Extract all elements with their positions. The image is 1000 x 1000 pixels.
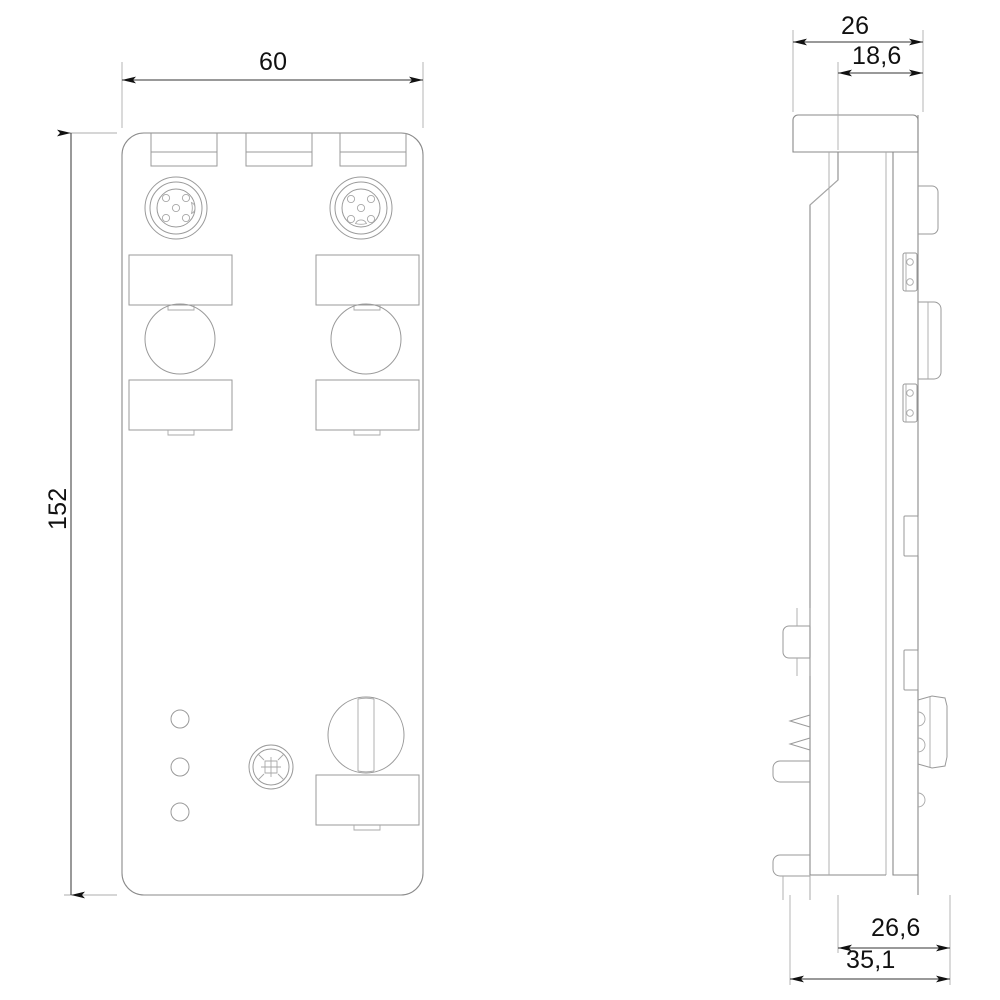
slotted-rotary-knob [327,696,405,774]
m12-connector-right [329,176,393,240]
top-notch-1 [150,133,218,167]
dim-value-width-60: 60 [259,48,288,76]
front-view-dimensions [57,62,424,899]
side-barb-upper [788,714,811,728]
m12-right-pin-3 [356,203,366,213]
label-plate-rect [128,379,233,431]
m12-left-insert [156,188,196,228]
knob-outer-circle [327,696,405,774]
m12-right-pin-4 [346,214,356,224]
m12-right-keyway [354,219,368,225]
top-notch-group [150,133,407,167]
side-pad-mid [918,301,942,380]
top-notch-3 [339,133,407,167]
label-plate-tab [353,430,381,436]
side-view-dimensions [789,30,951,985]
side-pad-lower [917,695,948,769]
screw-cross-slot [257,753,285,781]
label-plate-lower-right [315,379,420,436]
label-plate-tab [353,305,381,311]
side-body-left-edge [809,152,886,876]
connector-pin-upper [906,389,914,397]
connector-block-rect [902,252,918,292]
knob-slot [357,699,375,771]
dim-value-26-6: 26,6 [871,914,921,942]
dim-value-35-1: 35,1 [846,946,896,974]
m12-right-outer-ring [329,176,393,240]
side-pad-lower-notch-low [917,792,926,808]
side-pad-lower-notch-bot [917,737,926,753]
label-plate-rect [315,379,420,431]
front-body-outline [121,132,424,896]
connector-block-rect [902,383,918,423]
m12-left-outer-ring [144,176,208,240]
side-pad-upper [918,185,939,235]
label-plate-tab [353,825,381,831]
dim-value-26: 26 [841,12,870,40]
label-plate-bottom [315,774,420,831]
side-connector-block-lower [902,383,918,423]
m12-connector-left [144,176,208,240]
side-chamfer-line [809,179,839,206]
round-opening-left [144,303,216,375]
led-indicator-3 [170,802,190,822]
label-plate-rect [128,254,233,306]
m12-right-body-ring [334,181,388,235]
m12-left-pin-5 [181,213,191,223]
knob-slot-top-arc [357,697,375,700]
round-opening-right [330,303,402,375]
label-plate-upper-right [315,254,420,311]
m12-right-pin-5 [366,214,376,224]
side-connector-block-upper [902,252,918,292]
side-rail-tab-lower [772,854,810,877]
m12-left-keyway [190,201,196,215]
led-indicator-2 [170,757,190,777]
dim-value-height-152: 152 [44,487,72,530]
side-body-inner-right [892,152,918,876]
side-mounting-clip-upper [782,608,811,676]
label-plate-rect [315,774,420,826]
label-plate-lower-left [128,379,233,436]
side-slot-upper [903,515,919,557]
m12-right-pin-1 [346,194,356,204]
top-notch-2 [245,133,313,167]
screw-head-ring [252,748,290,786]
connector-pin-lower [906,409,914,417]
m12-left-pin-1 [161,193,171,203]
cross-head-screw [248,744,294,790]
m12-left-body-ring [149,181,203,235]
connector-pin-upper [906,258,914,266]
label-plate-upper-left [128,254,233,311]
side-top-flange [792,114,919,153]
label-plate-tab [167,305,195,311]
screw-outer-ring [248,744,294,790]
led-indicator-1 [170,709,190,729]
m12-left-pin-2 [181,193,191,203]
label-plate-tab [167,430,195,436]
label-plate-rect [315,254,420,306]
m12-right-insert [341,188,381,228]
side-rail-tab-upper [772,760,810,783]
knob-slot-bottom-arc [357,770,375,773]
screw-cross-arms [261,757,281,777]
dim-value-18-6: 18,6 [852,42,902,70]
m12-right-pin-2 [366,194,376,204]
side-view-group [772,114,948,900]
connector-pin-lower [906,278,914,286]
side-pad-lower-notch-top [917,711,926,727]
m12-left-pin-3 [171,203,181,213]
side-barb-lower [788,737,811,751]
side-slot-lower [903,649,919,691]
m12-left-pin-4 [161,213,171,223]
side-rail-tab-lower-stem [782,876,811,900]
front-view-group [121,132,424,896]
